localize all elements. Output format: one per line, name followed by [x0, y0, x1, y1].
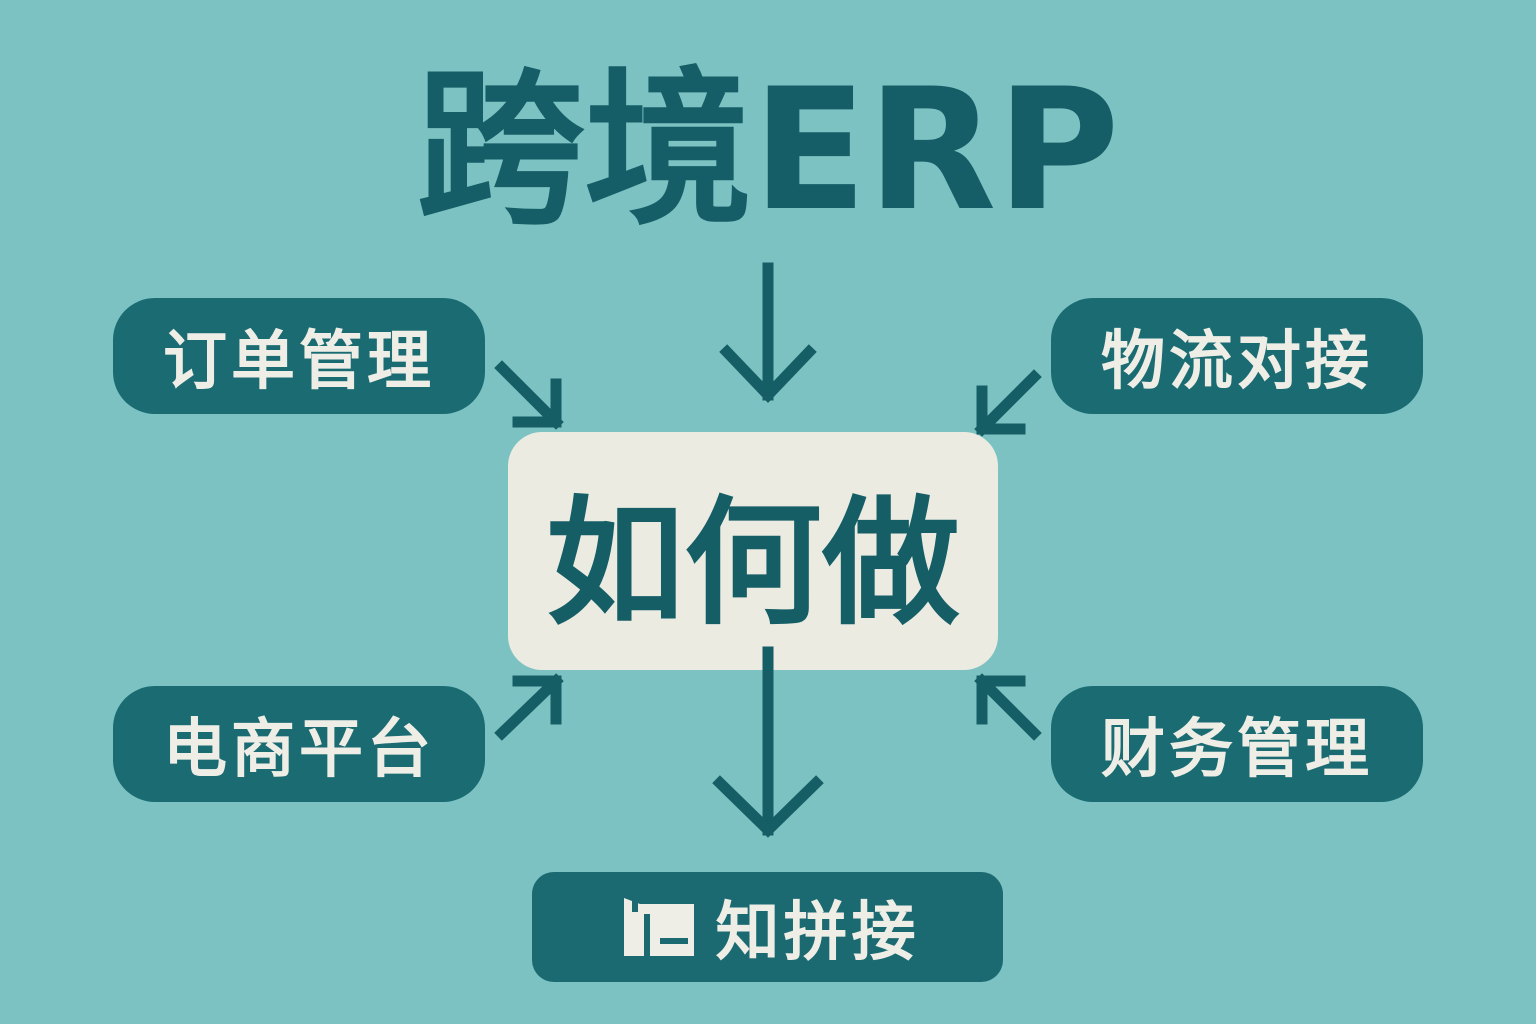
node-finance-management: 财务管理 — [1051, 686, 1423, 802]
arrow-top-right-to-center — [974, 369, 1042, 437]
bottom-result-box: 知拼接 — [532, 872, 1003, 982]
arrow-center-to-bottom — [712, 646, 824, 838]
node-order-management: 订单管理 — [113, 298, 485, 414]
arrow-top-left-to-center — [494, 360, 564, 430]
node-order-management-label: 订单管理 — [163, 325, 435, 399]
main-title: 跨境ERP — [416, 52, 1120, 248]
arrow-bottom-left-to-center — [494, 673, 564, 741]
node-ecommerce-platform-label: 电商平台 — [163, 713, 435, 787]
node-ecommerce-platform: 电商平台 — [113, 686, 485, 802]
node-finance-management-label: 财务管理 — [1101, 713, 1373, 787]
node-logistics-integration-label: 物流对接 — [1101, 325, 1373, 399]
bottom-result-label: 知拼接 — [715, 896, 920, 970]
center-question-box: 如何做 — [508, 432, 998, 670]
node-logistics-integration: 物流对接 — [1051, 298, 1423, 414]
box-icon — [623, 898, 694, 958]
arrow-title-to-center — [719, 262, 817, 403]
arrow-bottom-right-to-center — [974, 673, 1042, 741]
center-question-label: 如何做 — [545, 483, 960, 644]
